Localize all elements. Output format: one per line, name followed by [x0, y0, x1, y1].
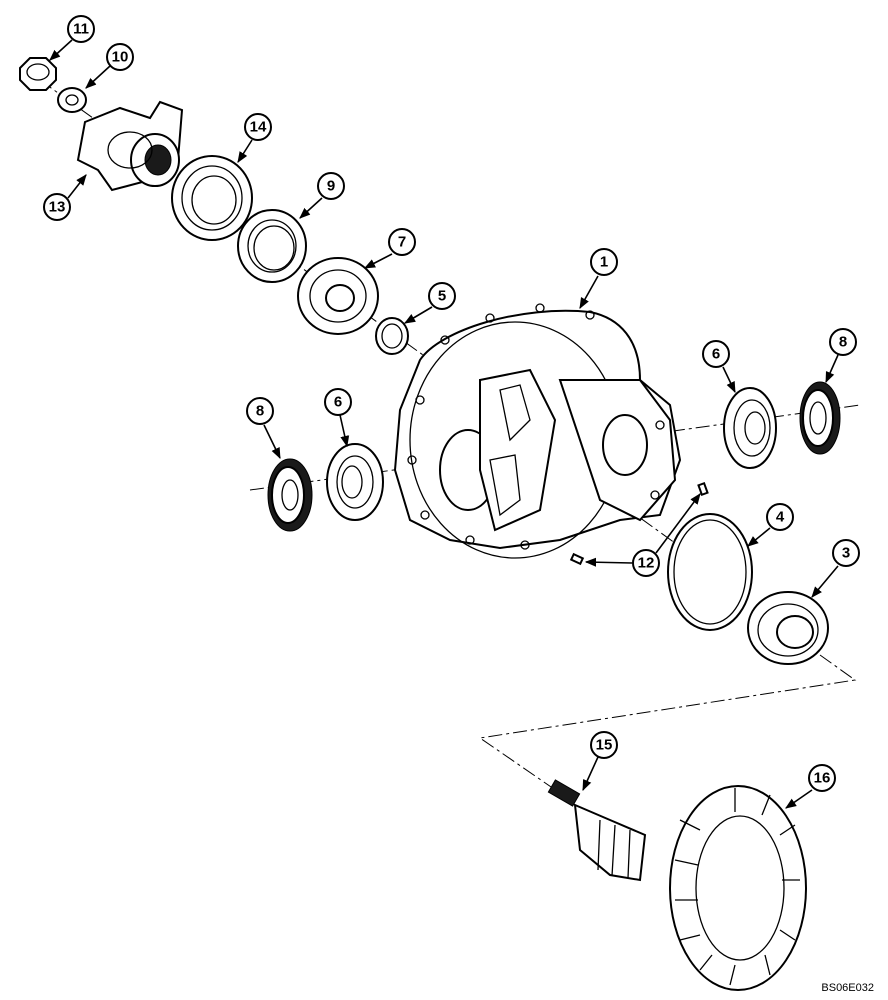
svg-text:14: 14 [250, 119, 267, 136]
callout-6-right: 6 [702, 340, 736, 394]
svg-text:7: 7 [398, 234, 406, 251]
svg-text:9: 9 [327, 178, 335, 195]
callout-7: 7 [364, 228, 416, 269]
part-9-seal-ring [237, 209, 307, 283]
callout-4: 4 [747, 503, 794, 547]
part-15-pinion-gear [547, 779, 647, 882]
svg-text:16: 16 [814, 770, 831, 787]
svg-text:8: 8 [256, 403, 264, 420]
callout-11: 11 [49, 15, 95, 61]
part-11-nut [19, 57, 57, 91]
part-4-o-ring [667, 513, 753, 631]
svg-text:6: 6 [334, 394, 342, 411]
callout-9: 9 [299, 172, 345, 219]
callout-14: 14 [237, 113, 272, 163]
svg-text:15: 15 [596, 737, 613, 754]
part-8-adjuster-left [267, 458, 313, 532]
callout-6-left: 6 [324, 388, 352, 448]
svg-text:1: 1 [600, 254, 608, 271]
callout-12: 12 [584, 493, 701, 577]
svg-text:4: 4 [776, 509, 785, 526]
part-12-dowel-pins [569, 481, 709, 566]
part-14-seal [171, 155, 253, 241]
callout-15: 15 [582, 731, 618, 792]
callout-3: 3 [811, 539, 860, 598]
part-8-adjuster-right [799, 381, 841, 455]
svg-text:13: 13 [49, 199, 66, 216]
part-6-bearing-right [723, 387, 777, 469]
part-7-bearing [297, 257, 379, 335]
callout-5: 5 [404, 282, 456, 324]
callout-1: 1 [579, 248, 618, 309]
part-10-washer [57, 87, 87, 113]
callout-13: 13 [43, 174, 87, 221]
svg-text:3: 3 [842, 545, 850, 562]
svg-text:10: 10 [112, 49, 129, 66]
part-5-spacer [375, 317, 409, 355]
part-13-yoke [76, 100, 184, 192]
callout-8-left: 8 [246, 397, 281, 460]
part-1-carrier-housing [393, 303, 682, 559]
svg-text:8: 8 [839, 334, 847, 351]
svg-text:6: 6 [712, 346, 720, 363]
part-6-bearing-left [326, 443, 384, 521]
callout-group: 1 3 4 5 6 8 6 [43, 15, 860, 809]
svg-text:12: 12 [638, 555, 655, 572]
part-3-bearing-cup [747, 591, 829, 665]
svg-text:5: 5 [438, 288, 446, 305]
callout-16: 16 [785, 764, 836, 809]
callout-8-right: 8 [825, 328, 857, 384]
drawing-code-label: BS06E032 [821, 982, 874, 994]
part-16-ring-gear [669, 785, 807, 991]
svg-text:11: 11 [73, 21, 89, 38]
callout-10: 10 [85, 43, 134, 89]
